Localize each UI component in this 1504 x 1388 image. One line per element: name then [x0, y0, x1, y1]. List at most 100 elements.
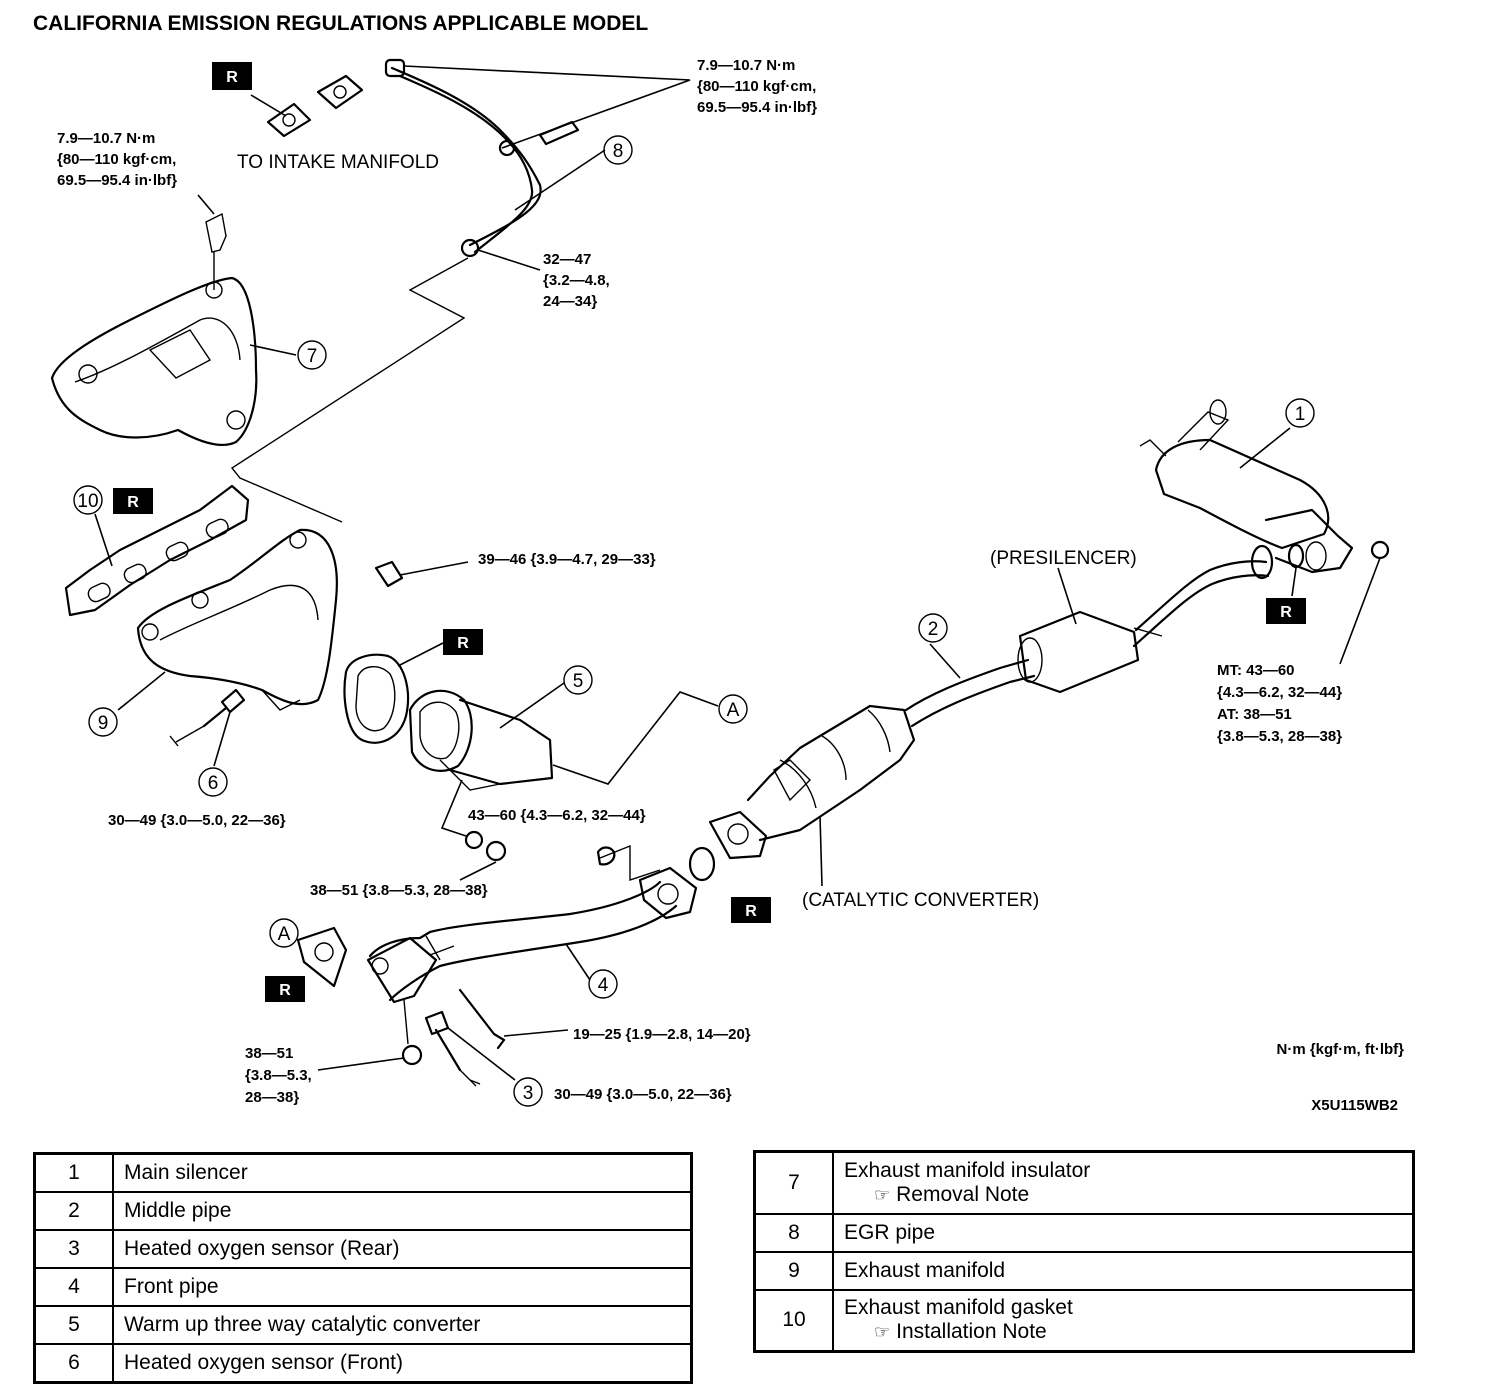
torque-frontpipe-bolt: 19—25 {1.9—2.8, 14—20} — [573, 1026, 751, 1043]
part-name: EGR pipe — [832, 1212, 1415, 1253]
units-label: N·m {kgf·m, ft·lbf} — [1277, 1041, 1405, 1058]
leader-converter-gasket — [397, 642, 444, 667]
svg-text:1: 1 — [1295, 404, 1306, 425]
part-number: 10 — [753, 1288, 834, 1353]
diagram-title: CALIFORNIA EMISSION REGULATIONS APPLICAB… — [33, 12, 648, 35]
connector-a-marker: A — [718, 694, 748, 724]
catalytic-converter-drawing — [688, 704, 916, 882]
part-name: Exhaust manifold — [832, 1250, 1415, 1291]
leader-frontpipe-nut — [317, 1057, 405, 1071]
svg-text:R: R — [127, 494, 139, 511]
callout-8: 8 — [603, 135, 633, 165]
torque-egr-nut-2: {3.2—4.8, — [543, 272, 610, 289]
converter-nut — [485, 840, 507, 862]
gasket-hole — [314, 942, 334, 962]
part-number: 1 — [33, 1152, 114, 1193]
replace-marker: R — [443, 629, 483, 655]
leader-frontpipe-bolt — [503, 1029, 569, 1037]
part-name: Heated oxygen sensor (Front) — [112, 1343, 693, 1384]
part-name: Middle pipe — [112, 1191, 693, 1231]
part-name: Exhaust manifold gasket — [844, 1296, 1073, 1320]
torque-silencer-4: {3.8—5.3, 28—38} — [1217, 728, 1342, 745]
torque-frontpipe-nut-3: 28—38} — [245, 1089, 299, 1106]
torque-egr-top-3: 69.5—95.4 in·lbf} — [697, 99, 817, 116]
main-silencer-drawing — [1139, 399, 1390, 580]
callout-1: 1 — [1285, 398, 1315, 428]
torque-insulator-2: {80—110 kgf·cm, — [57, 151, 176, 168]
note-label: Installation Note — [896, 1320, 1047, 1344]
part-name: Front pipe — [112, 1267, 693, 1307]
svg-text:2: 2 — [928, 619, 939, 640]
svg-text:A: A — [727, 700, 740, 721]
leader-catalytic — [819, 815, 823, 887]
leader-presilencer — [1057, 567, 1077, 625]
torque-egr-nut-3: 24—34} — [543, 293, 597, 310]
leader-3 — [447, 1027, 516, 1081]
intake-manifold-label: TO INTAKE MANIFOLD — [237, 152, 439, 173]
part-name-cell: Exhaust manifold insulator ☞Removal Note — [832, 1150, 1415, 1215]
svg-text:6: 6 — [208, 773, 219, 794]
svg-text:R: R — [279, 982, 291, 999]
pointing-hand-icon: ☞ — [874, 1322, 891, 1343]
part-number: 5 — [33, 1305, 114, 1345]
replace-marker: R — [1266, 598, 1306, 624]
svg-text:R: R — [1280, 604, 1292, 621]
part-number: 6 — [33, 1343, 114, 1384]
table-row: 7 Exhaust manifold insulator ☞Removal No… — [753, 1150, 1415, 1215]
torque-egr-top-1: 7.9—10.7 N·m — [697, 57, 795, 74]
converter-washer — [464, 830, 484, 850]
part-number: 2 — [33, 1191, 114, 1231]
leader-converter-bolt — [440, 779, 467, 837]
connector-a-marker: A — [269, 918, 299, 948]
warm-up-converter-drawing — [343, 653, 554, 791]
part-name: Exhaust manifold insulator — [844, 1158, 1091, 1182]
replace-marker: R — [731, 897, 771, 923]
callout-7: 7 — [297, 340, 327, 370]
connector-a-line — [552, 691, 719, 785]
svg-text:4: 4 — [598, 975, 609, 996]
leader-insulator-bolt — [197, 194, 215, 215]
svg-text:3: 3 — [523, 1083, 534, 1104]
torque-rear-sensor: 30—49 {3.0—5.0, 22—36} — [554, 1086, 732, 1103]
table-row: 10 Exhaust manifold gasket ☞Installation… — [753, 1288, 1415, 1353]
torque-frontpipe-nut-1: 38—51 — [245, 1045, 293, 1062]
egr-leader-lines — [250, 65, 691, 271]
torque-silencer-1: MT: 43—60 — [1217, 662, 1295, 679]
note-label: Removal Note — [896, 1182, 1030, 1206]
svg-text:A: A — [278, 924, 291, 945]
torque-frontpipe-nut-2: {3.8—5.3, — [245, 1067, 312, 1084]
exhaust-manifold-drawing — [136, 528, 404, 711]
removal-note-link[interactable]: ☞Removal Note — [844, 1183, 1402, 1207]
egr-pipe-drawing — [266, 58, 580, 258]
callout-5: 5 — [563, 665, 593, 695]
leader-1 — [1239, 427, 1291, 469]
egr-to-manifold-break-line — [230, 257, 469, 523]
leader-2 — [929, 643, 961, 679]
leader-6 — [213, 711, 231, 767]
callout-4: 4 — [588, 969, 618, 999]
svg-text:8: 8 — [613, 141, 624, 162]
svg-text:5: 5 — [573, 671, 584, 692]
installation-note-link[interactable]: ☞Installation Note — [844, 1320, 1402, 1344]
torque-egr-top-2: {80—110 kgf·cm, — [697, 78, 816, 95]
leader-silencer-nut — [1339, 557, 1381, 665]
callout-10: 10 — [73, 485, 103, 515]
torque-manifold-nut: 39—46 {3.9—4.7, 29—33} — [478, 551, 656, 568]
torque-silencer-2: {4.3—6.2, 32—44} — [1217, 684, 1342, 701]
replace-marker: R — [212, 62, 252, 90]
callout-3: 3 — [513, 1077, 543, 1107]
front-pipe-drawing — [366, 844, 698, 1050]
svg-text:7: 7 — [307, 346, 318, 367]
part-name-cell: Exhaust manifold gasket ☞Installation No… — [832, 1288, 1415, 1353]
svg-text:R: R — [226, 69, 238, 86]
torque-converter-bolt: 43—60 {4.3—6.2, 32—44} — [468, 807, 646, 824]
part-number: 4 — [33, 1267, 114, 1307]
